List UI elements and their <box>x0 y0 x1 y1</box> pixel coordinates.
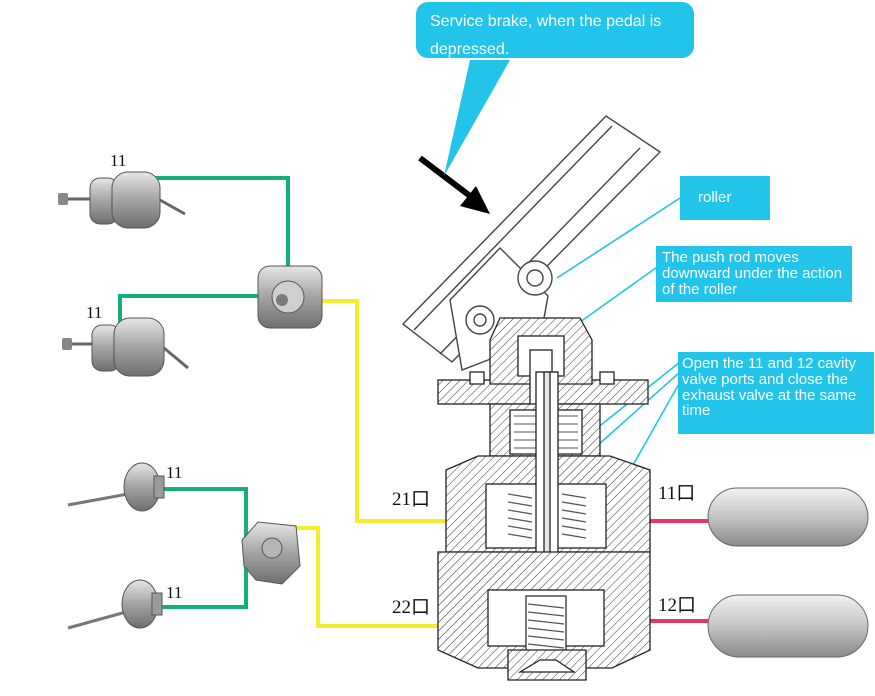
relay-valve-lower <box>241 521 301 585</box>
chamber-label-2: 11 <box>86 303 102 322</box>
relay-valve-upper <box>257 265 323 329</box>
open-ports-callout: Open the 11 and 12 cavity valve ports an… <box>678 352 874 434</box>
chamber-label-4: 11 <box>166 583 182 602</box>
brake-chamber-3 <box>67 462 165 512</box>
brake-chamber-2 <box>62 317 189 377</box>
roller-callout: roller <box>680 176 770 220</box>
port-label-12: 12口 <box>658 595 696 616</box>
chamber-label-3: 11 <box>166 463 182 482</box>
callout-tail <box>444 60 510 176</box>
air-tank-upper <box>707 487 869 547</box>
brake-chamber-4 <box>67 579 163 630</box>
port-label-22: 22口 <box>392 597 430 618</box>
push-rod-text: The push rod moves downward under the ac… <box>662 249 843 298</box>
yellow-air-lines <box>293 299 470 628</box>
chamber-label-1: 11 <box>110 151 126 170</box>
push-rod-callout: The push rod moves downward under the ac… <box>656 246 852 302</box>
port-label-21: 21口 <box>392 489 430 510</box>
port-label-11: 11口 <box>658 483 695 504</box>
air-tank-lower <box>707 594 869 658</box>
valve-body <box>437 317 651 681</box>
brake-chamber-1 <box>58 171 186 229</box>
service-brake-text: Service brake, when the pedal is depress… <box>430 13 662 58</box>
service-brake-callout: Service brake, when the pedal is depress… <box>416 2 694 58</box>
open-ports-text: Open the 11 and 12 cavity valve ports an… <box>682 355 857 420</box>
roller-text: roller <box>698 189 732 206</box>
pedal-force-arrow <box>418 155 490 214</box>
